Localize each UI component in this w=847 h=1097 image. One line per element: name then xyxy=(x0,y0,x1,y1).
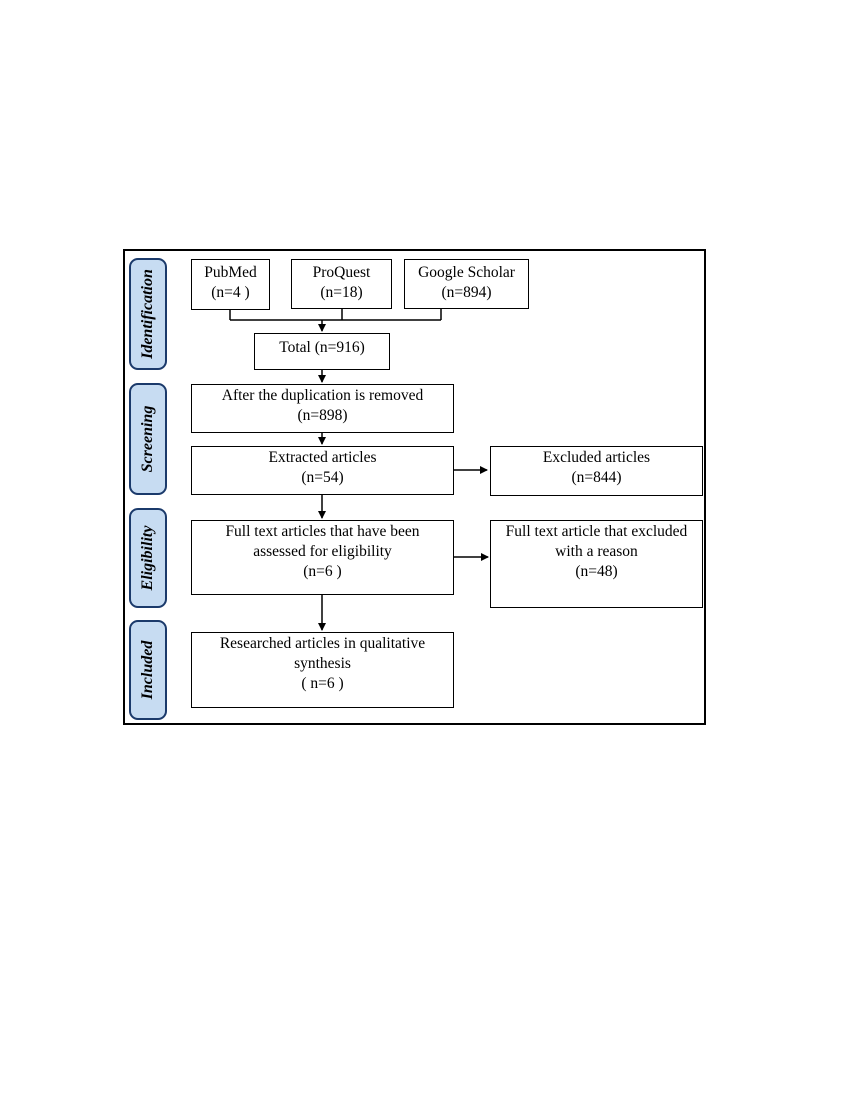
proquest-count: (n=18) xyxy=(320,284,363,301)
pubmed-label: PubMed xyxy=(204,264,257,281)
dedup-line1: After the duplication is removed xyxy=(221,387,424,404)
google-scholar-count: (n=894) xyxy=(441,284,492,301)
full-text-line1: Full text articles that have been xyxy=(225,523,420,540)
total-box: Total (n=916) xyxy=(254,333,390,370)
extracted-count: (n=54) xyxy=(301,469,344,486)
pubmed-count: (n=4 ) xyxy=(211,284,250,301)
phase-included: Included xyxy=(129,620,167,720)
researched-line2: synthesis xyxy=(294,655,351,672)
excluded-box: Excluded articles (n=844) xyxy=(490,446,703,496)
dedup-count: (n=898) xyxy=(297,407,348,424)
google-scholar-label: Google Scholar xyxy=(418,264,515,281)
full-text-excluded-line1: Full text article that excluded xyxy=(505,523,688,540)
full-text-excluded-line2: with a reason xyxy=(555,543,638,560)
full-text-count: (n=6 ) xyxy=(303,563,342,580)
researched-count: ( n=6 ) xyxy=(301,675,344,692)
proquest-box: ProQuest (n=18) xyxy=(291,259,392,309)
google-scholar-box: Google Scholar (n=894) xyxy=(404,259,529,309)
full-text-excluded-count: (n=48) xyxy=(575,563,618,580)
excluded-label: Excluded articles xyxy=(542,449,651,466)
diagram-frame xyxy=(123,249,706,725)
proquest-label: ProQuest xyxy=(312,264,371,281)
researched-line1: Researched articles in qualitative xyxy=(219,635,426,652)
full-text-box: Full text articles that have been assess… xyxy=(191,520,454,595)
total-label: Total (n=916) xyxy=(279,339,365,356)
researched-box: Researched articles in qualitative synth… xyxy=(191,632,454,708)
phase-eligibility: Eligibility xyxy=(129,508,167,608)
full-text-excluded-box: Full text article that excluded with a r… xyxy=(490,520,703,608)
extracted-box: Extracted articles (n=54) xyxy=(191,446,454,495)
phase-identification: Identification xyxy=(129,258,167,370)
extracted-label: Extracted articles xyxy=(268,449,377,466)
phase-screening: Screening xyxy=(129,383,167,495)
dedup-box: After the duplication is removed (n=898) xyxy=(191,384,454,433)
excluded-count: (n=844) xyxy=(571,469,622,486)
full-text-line2: assessed for eligibility xyxy=(253,543,392,560)
pubmed-box: PubMed (n=4 ) xyxy=(191,259,270,310)
